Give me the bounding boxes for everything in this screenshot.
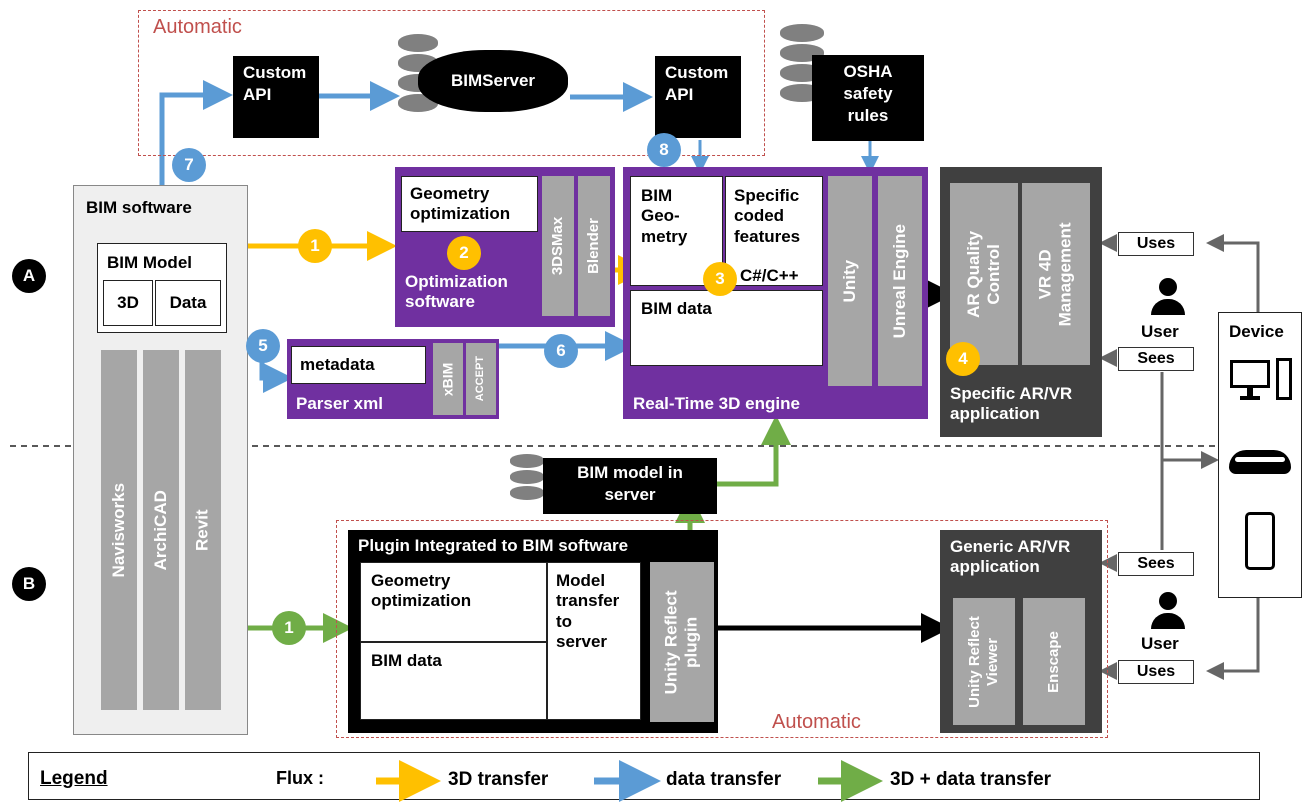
user-top-label: User [1141,322,1179,341]
geometry-optimization-box [401,176,538,232]
tool-accept: ACCEPT [466,343,496,415]
bim-model-3d: 3D [103,280,153,326]
headset-icon [1229,450,1291,474]
tool-archicad: ArchiCAD [143,350,179,710]
legend-3d-transfer: 3D transfer [448,769,549,790]
coded-features-lang: C#/C++ [740,266,799,285]
bim-software-title: BIM software [86,198,192,217]
tool-3dsmax: 3DSMax [542,176,574,316]
metadata-label: metadata [300,355,375,374]
automatic-bottom-label: Automatic [772,711,861,733]
server-db-icon [510,452,544,506]
device-label: Device [1229,322,1284,341]
legend-flux: Flux : [276,768,324,788]
engine-label: Real-Time 3D engine [633,394,800,413]
plugin-transfer-label: Model transfer to server [556,571,620,652]
badge-2: 2 [447,236,481,270]
plugin-transfer-box [547,562,641,720]
tool-enscape: Enscape [1023,598,1085,725]
bimserver-cloud: BIMServer [418,50,568,112]
plugin-title: Plugin Integrated to BIM software [358,536,629,555]
plugin-bim-data-box [360,642,547,720]
parser-label: Parser xml [296,394,383,413]
plugin-bim-data-label: BIM data [371,651,442,670]
tool-unity-reflect-viewer: Unity Reflect Viewer [953,598,1015,725]
uses-bottom: Uses [1118,660,1194,684]
phone-icon [1245,512,1275,570]
coded-features-label: Specific coded features [734,186,801,246]
legend-3d-data-transfer: 3D + data transfer [890,769,1052,790]
custom-api-1: Custom API [233,56,319,138]
sees-bottom: Sees [1118,552,1194,576]
geometry-optimization-label: Geometry optimization [410,184,511,224]
server-model-box: BIM model in server [543,458,717,514]
badge-5: 5 [246,329,280,363]
tool-vr-4d: VR 4D Management [1022,183,1090,365]
badge-1-green: 1 [272,611,306,645]
badge-1-yellow: 1 [298,229,332,263]
tool-revit: Revit [185,350,221,710]
user-bottom-label: User [1141,634,1179,653]
bim-model-title: BIM Model [107,253,192,272]
automatic-top-box [138,10,765,156]
plugin-geometry-box [360,562,547,642]
badge-3: 3 [703,262,737,296]
bim-data-label: BIM data [641,299,712,318]
bim-model-data: Data [155,280,221,326]
badge-4: 4 [946,342,980,376]
uses-top: Uses [1118,232,1194,256]
user-bottom-icon [1148,592,1188,632]
badge-8: 8 [647,133,681,167]
tool-unity: Unity [828,176,872,386]
bimserver-label: BIMServer [450,71,536,90]
automatic-bottom-box [336,520,1108,738]
coded-features-box [725,176,823,286]
metadata-box [291,346,426,384]
tool-ar-quality: AR Quality Control [950,183,1018,365]
custom-api-2: Custom API [655,56,741,138]
user-top-icon [1148,278,1188,318]
bim-geometry-label: BIM Geo- metry [641,186,688,246]
plugin-geometry-label: Geometry optimization [371,571,472,611]
arrow-server-to-engine [717,415,791,487]
badge-7: 7 [172,148,206,182]
osha-box: OSHA safety rules [812,55,924,141]
arrow-5 [259,357,293,393]
optimization-label: Optimization software [405,272,508,312]
desktop-icon [1230,358,1294,402]
specific-app-label: Specific AR/VR application [950,384,1073,424]
generic-app-label: Generic AR/VR application [950,537,1071,577]
sees-top: Sees [1118,347,1194,371]
section-a-badge: A [12,259,46,293]
section-b-badge: B [12,567,46,601]
legend-title: Legend [40,768,108,789]
tool-navisworks: Navisworks [101,350,137,710]
legend-data-transfer: data transfer [666,769,782,790]
bim-data-box [630,290,823,366]
tool-xbim: xBIM [433,343,463,415]
tool-unity-reflect-plugin: Unity Reflect plugin [650,562,714,722]
tool-unreal: Unreal Engine [878,176,922,386]
automatic-top-label: Automatic [153,16,242,38]
badge-6: 6 [544,334,578,368]
tool-blender: Blender [578,176,610,316]
